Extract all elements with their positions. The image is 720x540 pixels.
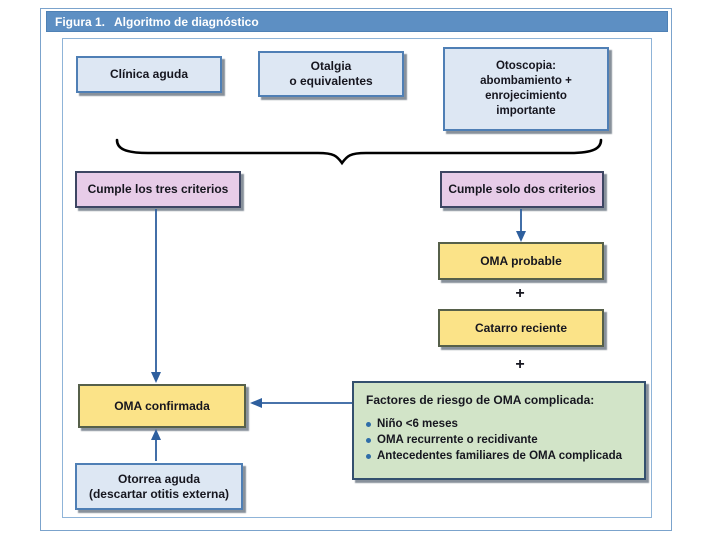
risk-item-text: OMA recurrente o recidivante [377,434,538,446]
box-otoscopia: Otoscopia: abombamiento + enrojecimiento… [443,47,609,131]
box-oma-confirmada: OMA confirmada [78,384,246,428]
box-oma-probable: OMA probable [438,242,604,280]
box-cumple-tres-criterios: Cumple los tres criterios [75,171,241,208]
risk-item-text: Antecedentes familiares de OMA complicad… [377,450,622,462]
bullet-icon [366,437,371,443]
box-catarro-reciente: Catarro reciente [438,309,604,347]
list-item: OMA recurrente o recidivante [366,432,622,448]
bullet-icon [366,421,371,427]
plus-sign: + [515,285,525,302]
risk-list: Niño <6 meses OMA recurrente o recidivan… [366,416,622,464]
figure-label: Figura 1. [55,14,106,29]
risk-title: Factores de riesgo de OMA complicada: [366,393,595,407]
box-cumple-dos-criterios: Cumple solo dos criterios [440,171,604,208]
plus-sign: + [515,356,525,373]
box-otalgia: Otalgia o equivalentes [258,51,404,97]
box-factores-riesgo: Factores de riesgo de OMA complicada: Ni… [352,381,646,480]
risk-item-text: Niño <6 meses [377,418,458,430]
list-item: Niño <6 meses [366,416,622,432]
figure-title: Algoritmo de diagnóstico [114,14,259,29]
box-otorrea-aguda: Otorrea aguda (descartar otitis externa) [75,463,243,510]
list-item: Antecedentes familiares de OMA complicad… [366,448,622,464]
box-clinica-aguda: Clínica aguda [76,56,222,93]
bullet-icon [366,453,371,459]
figure-header: Figura 1. Algoritmo de diagnóstico [46,11,668,32]
